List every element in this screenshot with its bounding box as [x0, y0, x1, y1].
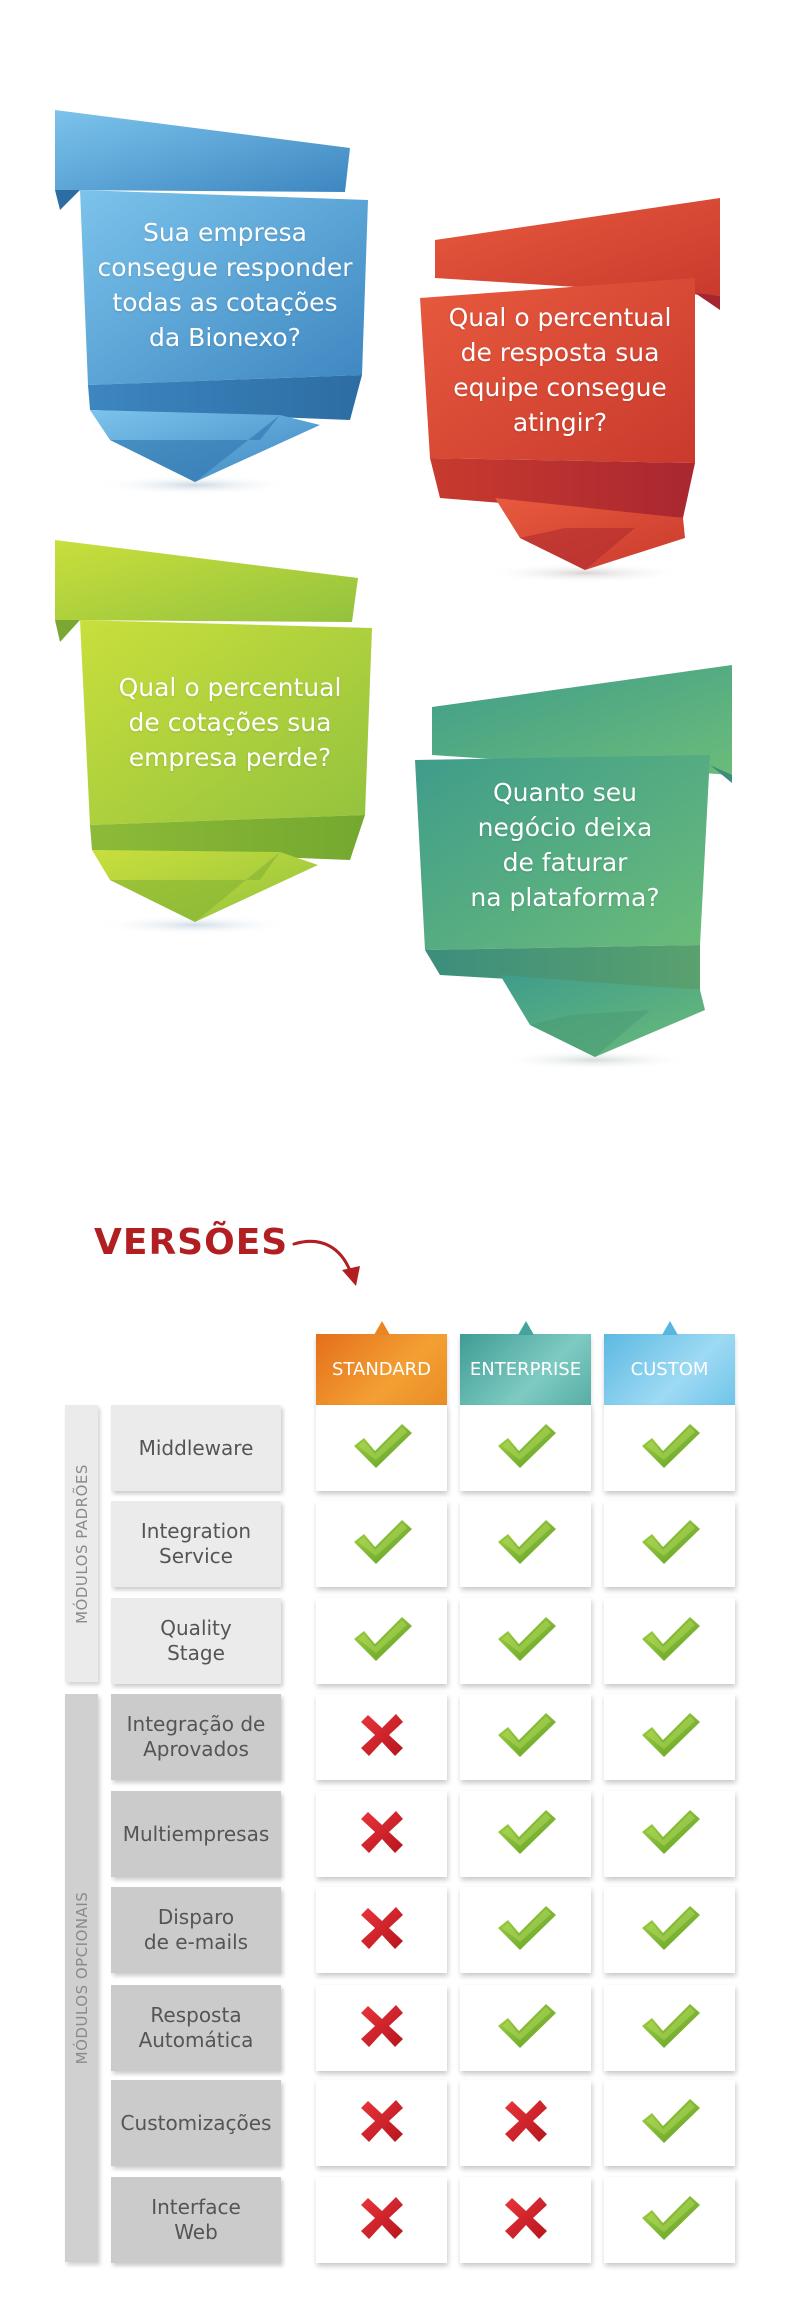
- table-cell: [604, 1501, 735, 1587]
- banner-2: Qual o percentual de resposta sua equipe…: [415, 198, 735, 588]
- row-label: Multiempresas: [111, 1791, 281, 1877]
- cross-icon: [358, 1711, 406, 1763]
- table-cell: [460, 1694, 591, 1780]
- column-header-custom: CUSTOM: [604, 1321, 735, 1406]
- table-cell: [604, 1405, 735, 1491]
- check-icon: [638, 1709, 702, 1765]
- table-cell: [460, 1985, 591, 2071]
- check-icon: [638, 2000, 702, 2056]
- check-icon: [494, 1613, 558, 1669]
- banner-1: Sua empresa consegue responder todas as …: [50, 110, 370, 500]
- check-icon: [350, 1613, 414, 1669]
- table-cell: [604, 2080, 735, 2166]
- table-cell: [604, 1694, 735, 1780]
- check-icon: [494, 1902, 558, 1958]
- check-icon: [638, 1902, 702, 1958]
- table-cell: [316, 1598, 447, 1684]
- group-label-opcionais-text: MÓDULOS OPCIONAIS: [72, 1891, 91, 2065]
- check-icon: [638, 1613, 702, 1669]
- check-icon: [494, 2000, 558, 2056]
- table-cell: [316, 1791, 447, 1877]
- table-cell: [604, 1598, 735, 1684]
- banner-4-text: Quanto seu negócio deixa de faturar na p…: [470, 778, 660, 912]
- column-header-enterprise: ENTERPRISE: [460, 1321, 591, 1406]
- banner-3-text: Qual o percentual de cotações sua empres…: [118, 673, 342, 772]
- check-icon: [494, 1420, 558, 1476]
- check-icon: [350, 1516, 414, 1572]
- table-cell: [460, 2177, 591, 2263]
- table-cell: [316, 2080, 447, 2166]
- check-icon: [494, 1516, 558, 1572]
- row-label: Customizações: [111, 2080, 281, 2166]
- table-cell: [316, 2177, 447, 2263]
- check-icon: [494, 1806, 558, 1862]
- cross-icon: [358, 2194, 406, 2246]
- check-icon: [638, 2095, 702, 2151]
- table-cell: [316, 1985, 447, 2071]
- cross-icon: [358, 1808, 406, 1860]
- table-cell: [460, 1887, 591, 1973]
- cross-icon: [358, 2097, 406, 2149]
- table-cell: [460, 1405, 591, 1491]
- table-cell: [604, 2177, 735, 2263]
- group-label-opcionais: MÓDULOS OPCIONAIS: [65, 1694, 98, 2262]
- column-header-standard: STANDARD: [316, 1321, 447, 1406]
- cross-icon: [502, 2194, 550, 2246]
- versoes-title: VERSÕES: [94, 1222, 289, 1263]
- table-cell: [316, 1501, 447, 1587]
- check-icon: [494, 1709, 558, 1765]
- table-cell: [460, 2080, 591, 2166]
- table-cell: [460, 1501, 591, 1587]
- cross-icon: [358, 2002, 406, 2054]
- banner-4: Quanto seu negócio deixa de faturar na p…: [410, 665, 740, 1075]
- cross-icon: [358, 1904, 406, 1956]
- cross-icon: [502, 2097, 550, 2149]
- check-icon: [638, 1806, 702, 1862]
- table-cell: [460, 1598, 591, 1684]
- check-icon: [638, 1420, 702, 1476]
- table-cell: [316, 1887, 447, 1973]
- check-icon: [638, 2192, 702, 2248]
- table-cell: [460, 1791, 591, 1877]
- group-label-padroes: MÓDULOS PADRÕES: [65, 1405, 98, 1682]
- check-icon: [638, 1516, 702, 1572]
- table-cell: [316, 1405, 447, 1491]
- table-cell: [604, 1791, 735, 1877]
- row-label: Middleware: [111, 1405, 281, 1491]
- curved-arrow-icon: [292, 1239, 360, 1286]
- banner-3: Qual o percentual de cotações sua empres…: [50, 540, 372, 940]
- table-cell: [316, 1694, 447, 1780]
- banner-1-text: Sua empresa consegue responder todas as …: [97, 218, 353, 352]
- check-icon: [350, 1420, 414, 1476]
- group-label-padroes-text: MÓDULOS PADRÕES: [72, 1463, 91, 1624]
- table-cell: [604, 1887, 735, 1973]
- banner-2-text: Qual o percentual de resposta sua equipe…: [448, 303, 672, 437]
- table-cell: [604, 1985, 735, 2071]
